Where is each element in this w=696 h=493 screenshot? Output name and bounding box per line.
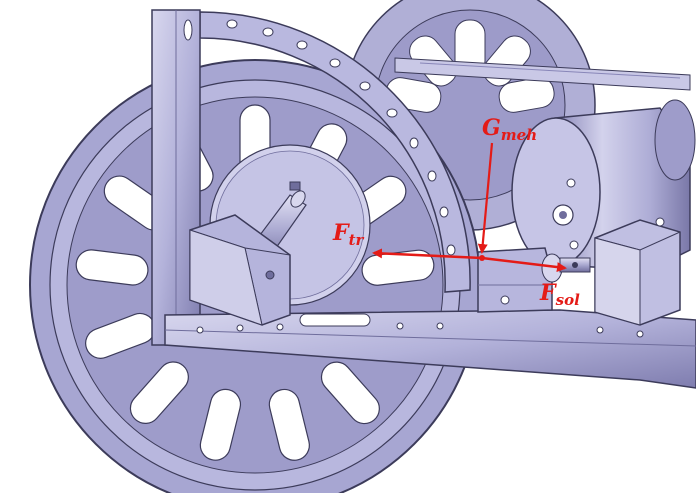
f-tr-arrow bbox=[372, 248, 483, 260]
label-f-tr: Ftr bbox=[332, 220, 365, 249]
label-g-meh: Gmeh bbox=[482, 115, 537, 144]
g-meh-arrow bbox=[477, 142, 494, 254]
f-sol-arrow bbox=[481, 256, 567, 273]
base-plate bbox=[164, 309, 696, 389]
label-f-sol: Fsol bbox=[539, 280, 580, 309]
svg-text:Fsol: Fsol bbox=[539, 280, 580, 309]
svg-text:Gmeh: Gmeh bbox=[482, 115, 537, 144]
perforated-rim bbox=[199, 11, 471, 293]
force-vectors bbox=[372, 142, 567, 273]
force-origin bbox=[479, 255, 485, 261]
bearing-block bbox=[189, 214, 291, 326]
drive-belt bbox=[394, 57, 691, 91]
solenoid-plunger bbox=[559, 257, 591, 273]
svg-text:Ftr: Ftr bbox=[332, 220, 365, 249]
mount-block bbox=[594, 217, 681, 326]
